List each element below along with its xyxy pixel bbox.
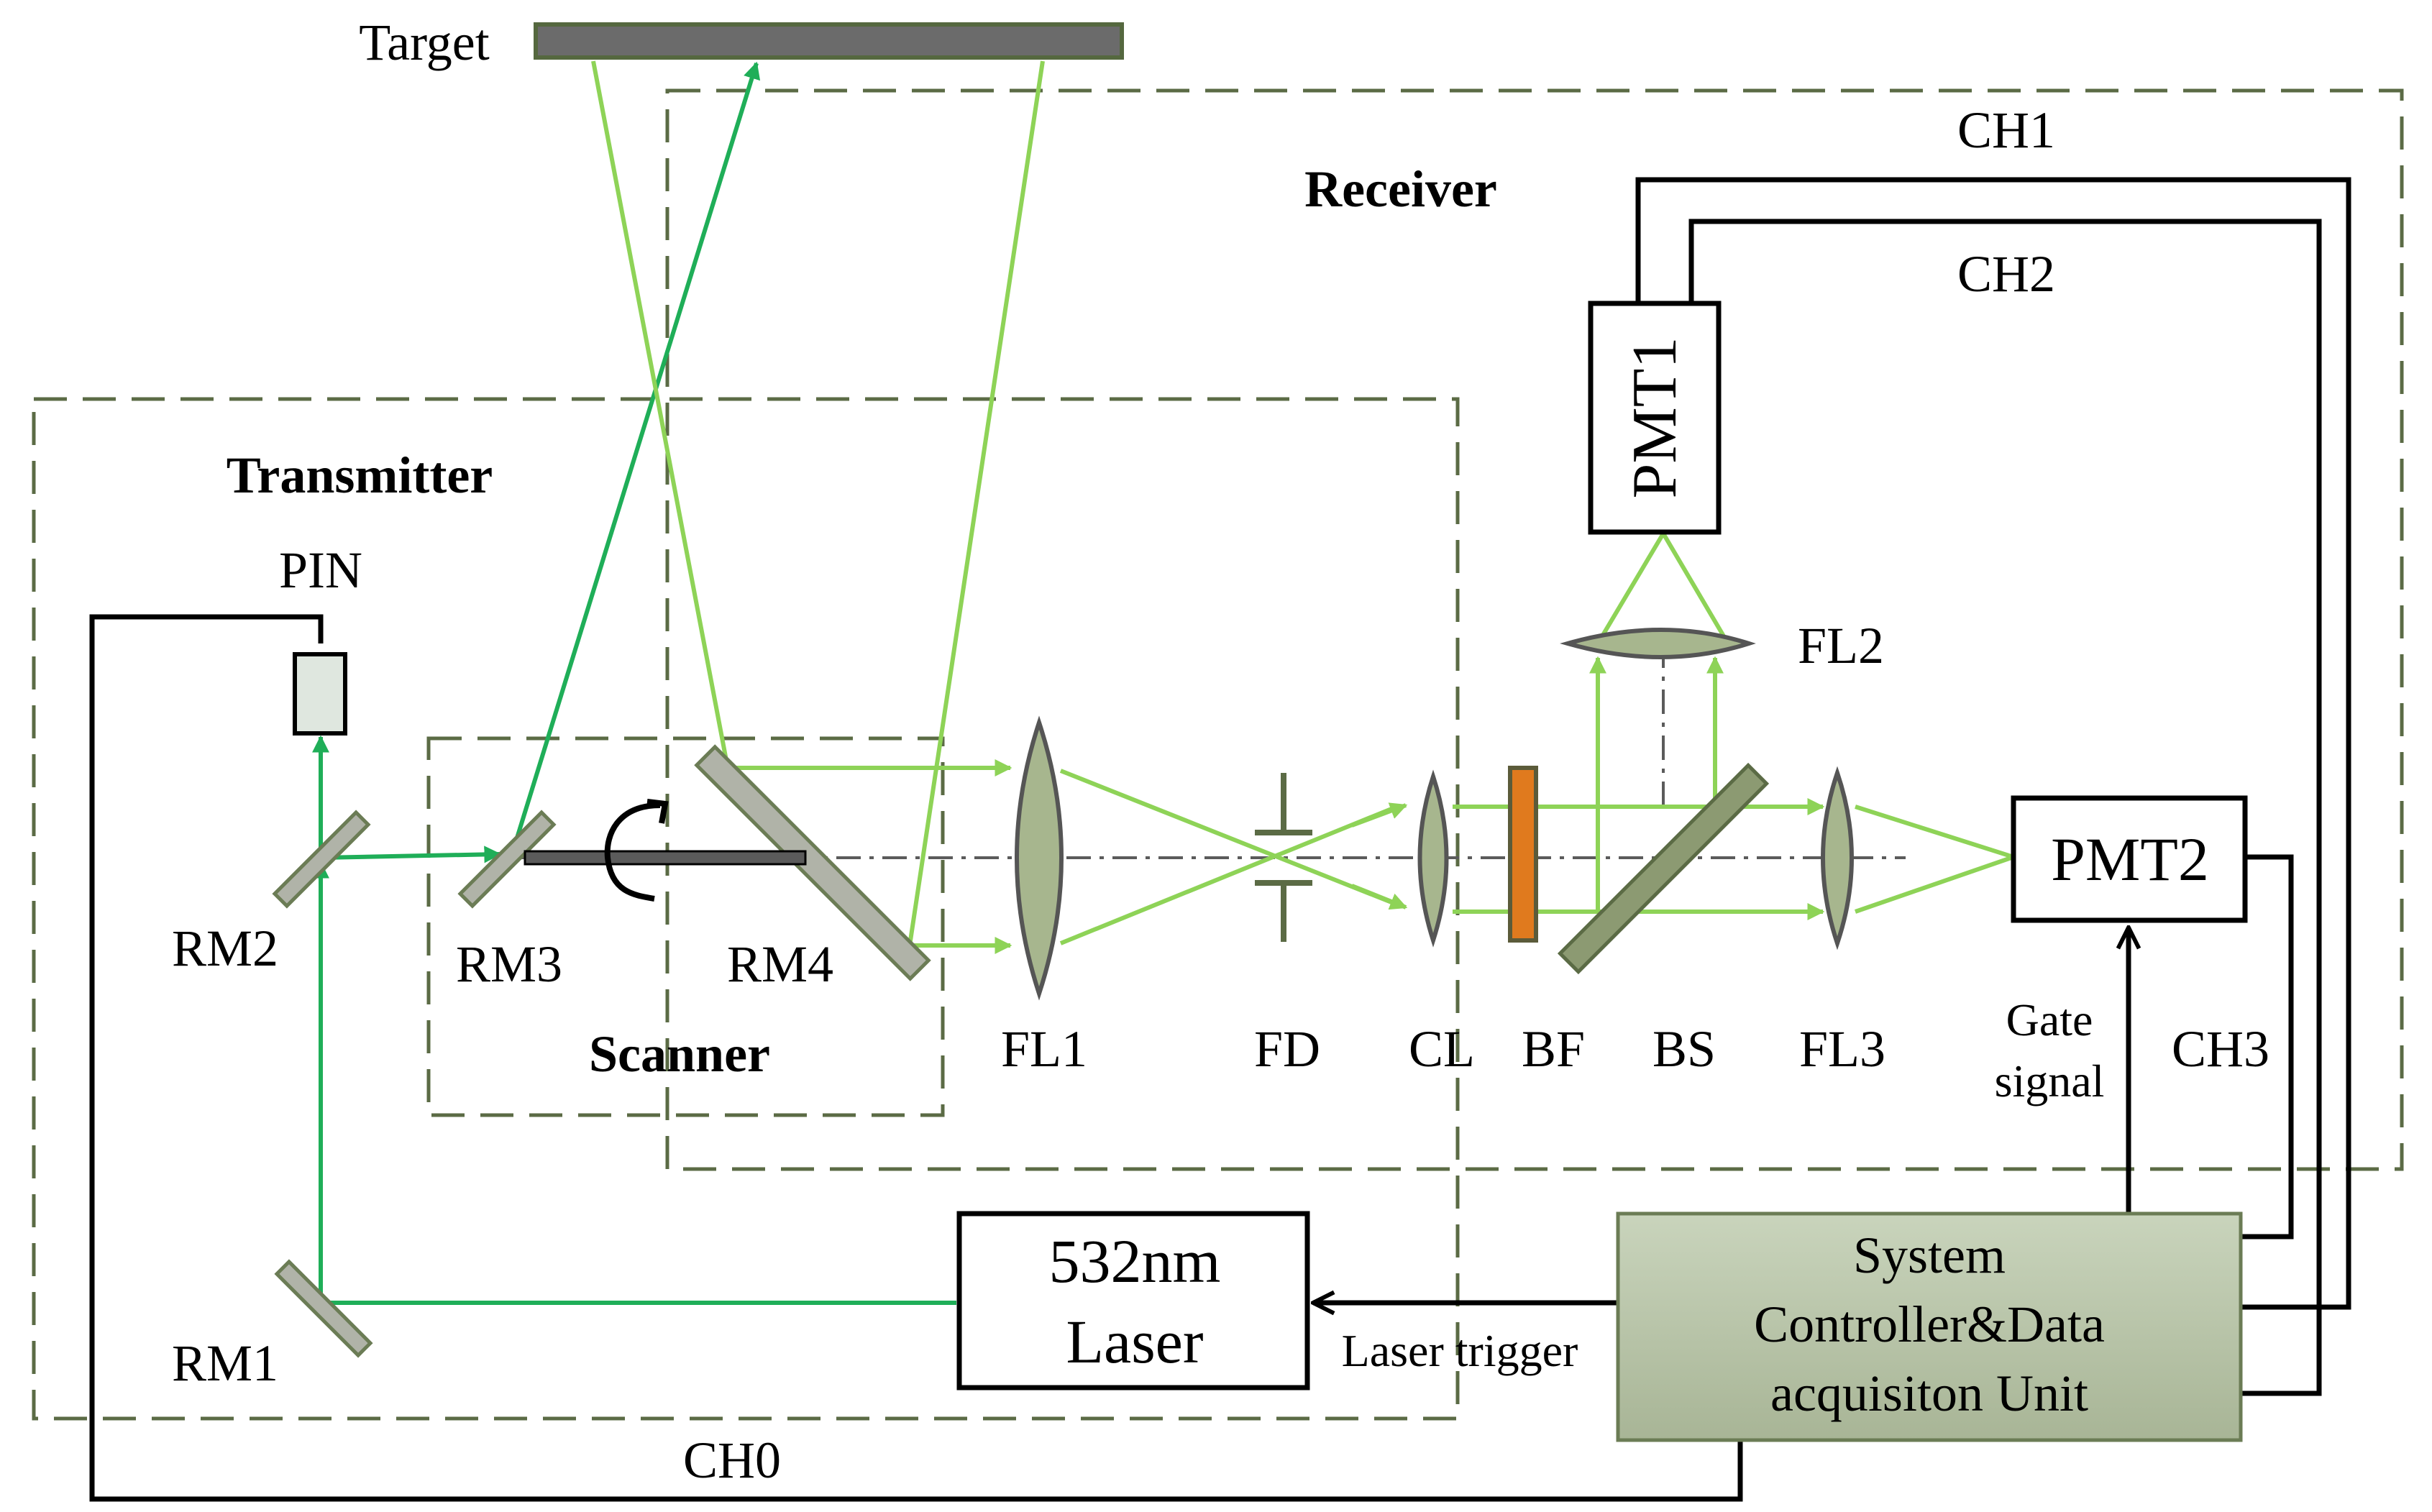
fl3-lens	[1821, 766, 1854, 950]
target-plate	[534, 22, 1124, 60]
controller-label-line3: acquisiton Unit	[1770, 1365, 2088, 1422]
rotation-arrow-icon	[604, 802, 661, 902]
ch0-wire	[89, 614, 1743, 1502]
wires	[89, 177, 2351, 1502]
gate-signal-label-line1: Gate	[2006, 994, 2093, 1045]
fl3-label: FL3	[1799, 1020, 1885, 1078]
fd-label: FD	[1254, 1020, 1320, 1078]
laser-label-line2: Laser	[1066, 1307, 1204, 1376]
rm1-label: RM1	[172, 1334, 278, 1392]
beam-rm3-to-target	[510, 61, 761, 855]
pin-detector	[293, 652, 347, 736]
transmitter-title: Transmitter	[227, 446, 493, 504]
band-filter	[1508, 766, 1538, 943]
rm3-label: RM3	[456, 935, 562, 993]
cl-lens	[1417, 769, 1449, 948]
ch0-label: CH0	[683, 1431, 781, 1489]
ch1-label: CH1	[1957, 101, 2055, 159]
receive-beam-arrows	[935, 656, 1825, 954]
ch2-wire	[1688, 219, 2322, 1396]
pmt1-box	[1588, 301, 1722, 535]
rm2-label: RM2	[172, 920, 278, 977]
transmitter-border	[32, 397, 1460, 1421]
controller-box	[1616, 1211, 2243, 1442]
target-label: Target	[359, 14, 490, 71]
laser-trigger-label: Laser trigger	[1342, 1325, 1578, 1376]
rm3-mirror	[457, 810, 557, 909]
pmt1-label: PMT1	[1620, 337, 1690, 499]
pmt2-box	[2011, 795, 2248, 923]
gate-signal-label-line2: signal	[1995, 1055, 2105, 1106]
rm4-mirror	[694, 744, 931, 981]
scanner-title: Scanner	[589, 1025, 770, 1083]
section-borders	[32, 88, 2404, 1421]
fl2-label: FL2	[1798, 617, 1884, 674]
mirrors	[272, 744, 931, 1358]
rotation-arrow-head	[646, 799, 669, 824]
field-diaphragm	[1255, 773, 1312, 942]
ch3-label: CH3	[2172, 1020, 2269, 1078]
return-ray-left	[591, 60, 1000, 770]
cl-label: CL	[1409, 1020, 1475, 1078]
lenses	[1015, 628, 1854, 1001]
fl1-lens	[1015, 715, 1064, 1001]
rm2-mirror	[272, 810, 371, 909]
laser-box	[956, 1211, 1310, 1390]
pmt2-label: PMT2	[2051, 825, 2209, 894]
ch1-wire	[1635, 177, 2351, 1310]
beam-laser-to-rm1	[319, 870, 956, 1305]
bs-label: BS	[1652, 1020, 1716, 1078]
ch2-label: CH2	[1957, 245, 2055, 303]
bf-label: BF	[1522, 1020, 1585, 1078]
pin-label: PIN	[279, 541, 362, 599]
rm4-label: RM4	[727, 935, 833, 993]
fl2-lens	[1560, 628, 1756, 659]
receiver-border	[665, 88, 2404, 1171]
controller-label-line1: System	[1853, 1227, 2006, 1284]
rm1-mirror	[274, 1259, 373, 1358]
scanner-border	[426, 736, 945, 1117]
controller-label-line2: Controller&Data	[1754, 1296, 2105, 1353]
receive-beam	[591, 60, 2014, 948]
ch3-wire	[2238, 854, 2294, 1240]
receiver-title: Receiver	[1304, 160, 1497, 218]
laser-label-line1: 532nm	[1049, 1227, 1221, 1296]
beam-splitter	[1557, 762, 1770, 975]
fl1-label: FL1	[1001, 1020, 1087, 1078]
beam-rm2-to-rm3	[320, 846, 502, 863]
scanner-shaft	[524, 850, 807, 866]
